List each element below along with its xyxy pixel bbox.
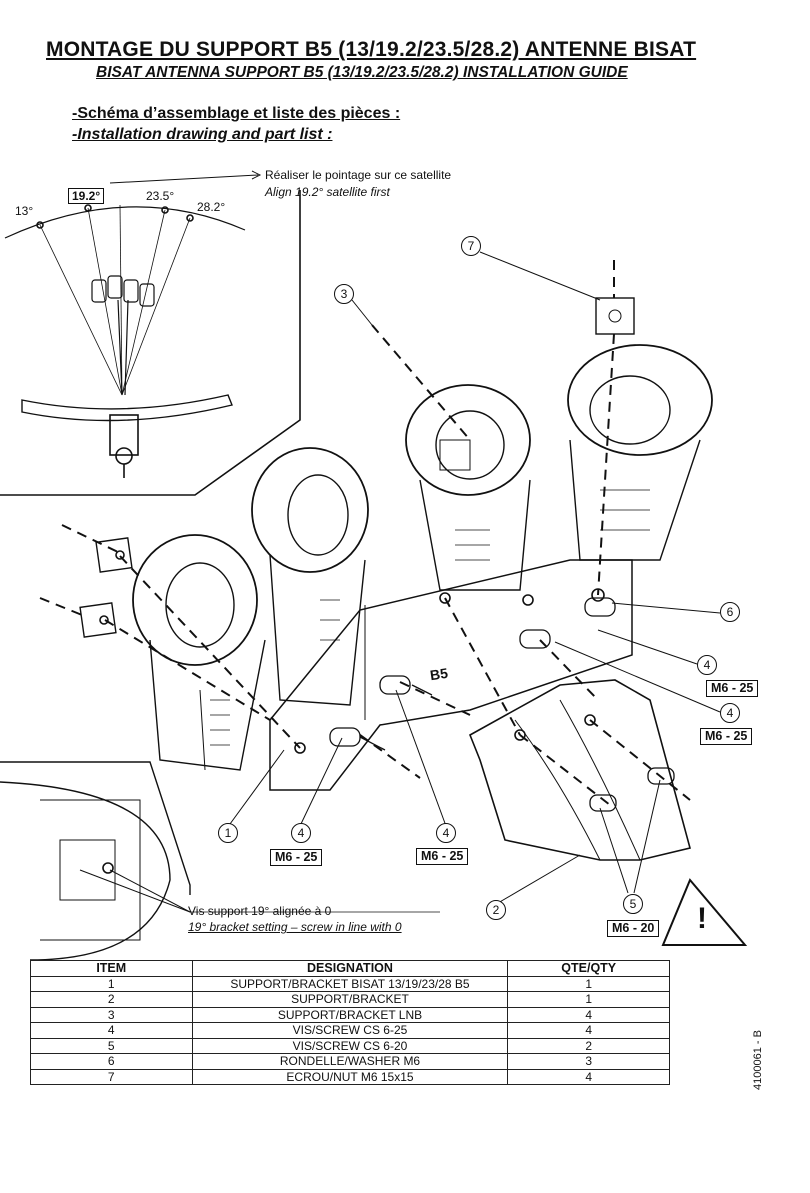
table-row: 6 RONDELLE/WASHER M6 3 [30,1053,670,1070]
page-title: MONTAGE DU SUPPORT B5 (13/19.2/23.5/28.2… [46,38,697,61]
callout-3: 3 [334,284,354,304]
item-quantity: 1 [507,975,670,992]
table-row: 5 VIS/SCREW CS 6-20 2 [30,1037,670,1054]
item-quantity: 4 [507,1022,670,1039]
item-quantity: 1 [507,991,670,1008]
angle-label-selected: 19.2° [68,188,105,204]
item-designation: VIS/SCREW CS 6-25 [191,1022,509,1039]
item-designation: RONDELLE/WASHER M6 [191,1053,509,1070]
section-heading: -Schéma d’assemblage et liste des pièces… [72,105,401,122]
column-header-designation: DESIGNATION [191,960,509,977]
plate-marking: B5 [428,664,449,684]
callout-6: 6 [720,602,740,622]
table-row: 4 VIS/SCREW CS 6-25 4 [30,1022,670,1039]
item-designation: VIS/SCREW CS 6-20 [191,1037,509,1054]
column-header-quantity: QTE/QTY [507,960,670,977]
angle-label: 28.2° [197,200,226,214]
table-row: 1 SUPPORT/BRACKET BISAT 13/19/23/28 B5 1 [30,975,670,992]
table-row: 3 SUPPORT/BRACKET LNB 4 [30,1006,670,1023]
item-quantity: 4 [507,1006,670,1023]
screw-size-label: M6 - 25 [270,849,323,866]
callout-4: 4 [697,655,717,675]
callout-2: 2 [486,900,506,920]
item-designation: SUPPORT/BRACKET [191,991,509,1008]
table-row: 7 ECROU/NUT M6 15x15 4 [30,1068,670,1085]
alignment-note-english: Align 19.2° satellite first [265,185,390,199]
section-heading-english: -Installation drawing and part list : [72,126,333,143]
item-quantity: 3 [507,1053,670,1070]
item-number: 6 [30,1053,193,1070]
callout-5: 5 [623,894,643,914]
callout-1: 1 [218,823,238,843]
detail-note: Vis support 19° alignée à 0 [188,904,332,918]
parts-table: ITEM DESIGNATION QTE/QTY 1 SUPPORT/BRACK… [30,960,670,1085]
table-row: 2 SUPPORT/BRACKET 1 [30,991,670,1008]
page-title-english: BISAT ANTENNA SUPPORT B5 (13/19.2/23.5/2… [96,64,628,81]
item-designation: ECROU/NUT M6 15x15 [191,1068,509,1085]
screw-size-label: M6 - 25 [700,728,753,745]
column-header-item: ITEM [30,960,193,977]
item-number: 4 [30,1022,193,1039]
item-number: 3 [30,1006,193,1023]
angle-label: 23.5° [146,189,175,203]
callout-4: 4 [436,823,456,843]
item-quantity: 2 [507,1037,670,1054]
item-quantity: 4 [507,1068,670,1085]
callout-4: 4 [720,703,740,723]
item-designation: SUPPORT/BRACKET LNB [191,1006,509,1023]
angle-label: 13° [15,204,34,218]
table-header-row: ITEM DESIGNATION QTE/QTY [30,960,670,977]
document-reference: 4100061 - B [752,1030,764,1090]
screw-size-label: M6 - 20 [607,920,660,937]
item-number: 2 [30,991,193,1008]
callout-4: 4 [291,823,311,843]
screw-size-label: M6 - 25 [706,680,759,697]
item-number: 5 [30,1037,193,1054]
alignment-note: Réaliser le pointage sur ce satellite [265,168,452,182]
callout-7: 7 [461,236,481,256]
assembly-drawing [0,170,748,960]
item-designation: SUPPORT/BRACKET BISAT 13/19/23/28 B5 [191,975,509,992]
item-number: 7 [30,1068,193,1085]
detail-note-english: 19° bracket setting – screw in line with… [188,920,402,934]
warning-icon: ! [697,902,707,935]
screw-size-label: M6 - 25 [416,848,469,865]
item-number: 1 [30,975,193,992]
